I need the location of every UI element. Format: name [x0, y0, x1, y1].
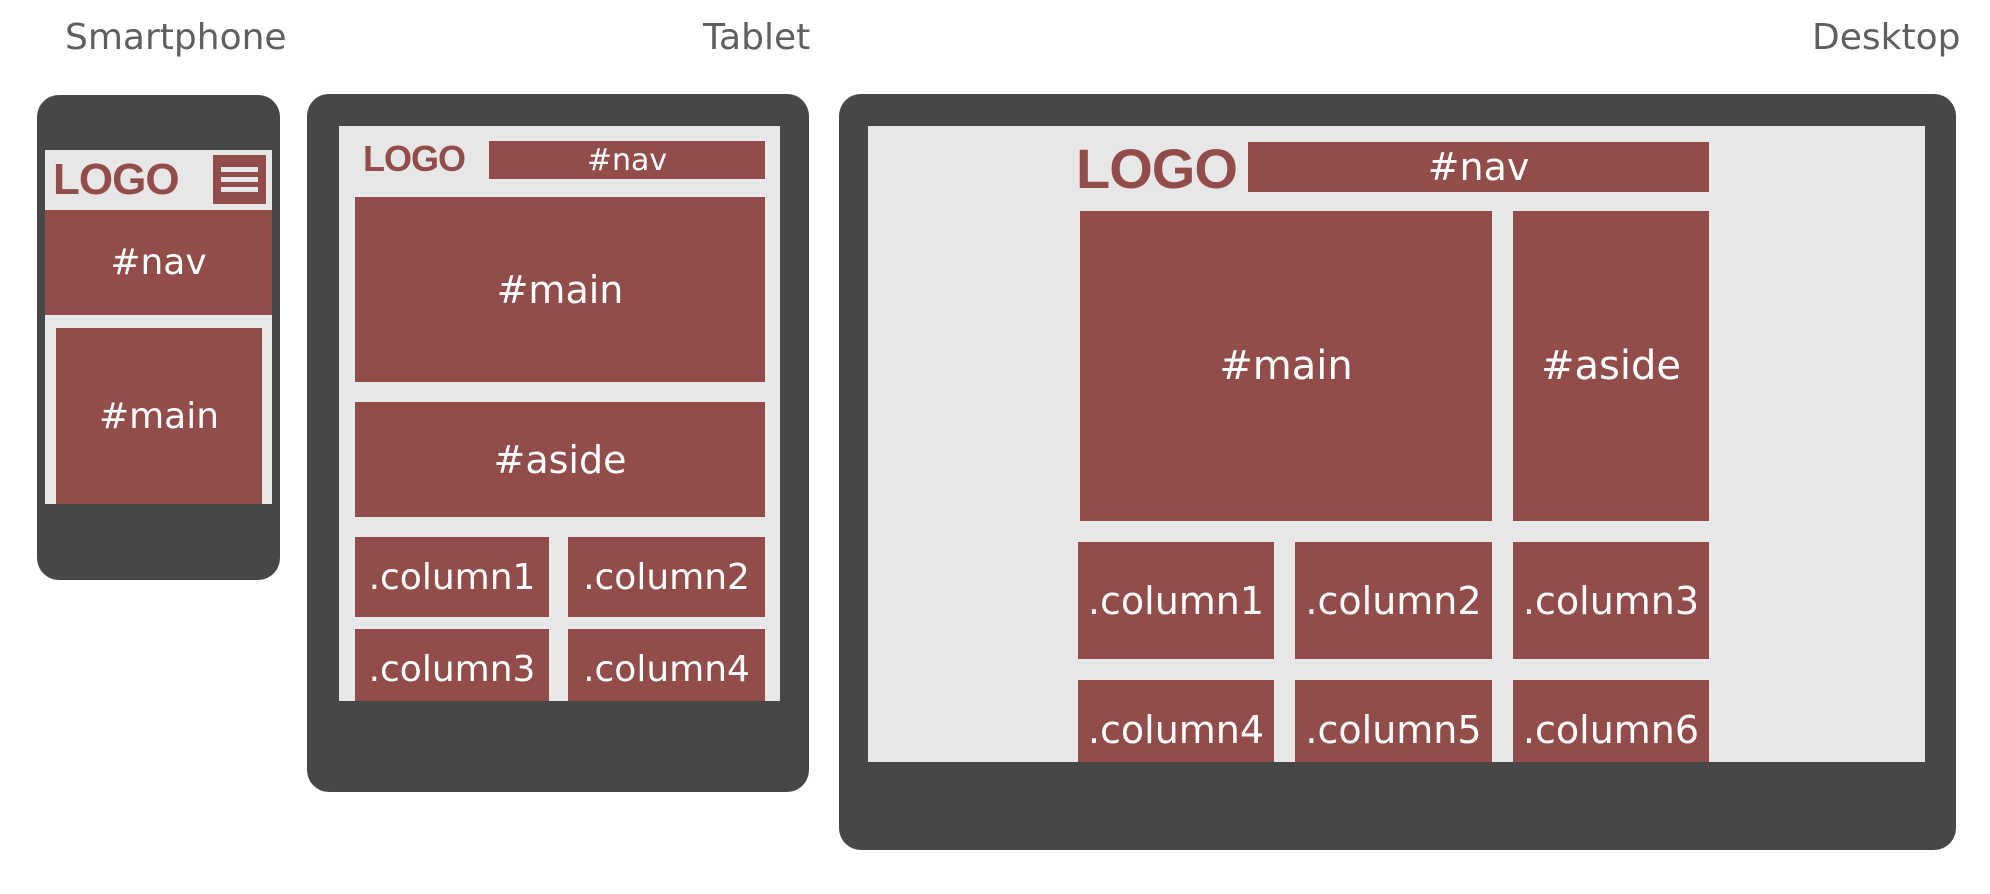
smartphone-logo: LOGO	[53, 155, 180, 204]
desktop-column: .column3	[1513, 542, 1709, 659]
tablet-main: #main	[355, 197, 765, 382]
tablet-nav: #nav	[489, 141, 765, 179]
tablet-screen: LOGO #nav #main #aside .column1 .column2…	[339, 126, 780, 701]
desktop-column: .column2	[1295, 542, 1492, 659]
tablet-aside: #aside	[355, 402, 765, 517]
desktop-screen: LOGO #nav #main #aside .column1 .column2…	[868, 126, 1925, 762]
tablet-column: .column1	[355, 537, 549, 617]
smartphone-screen: LOGO #nav #main	[45, 150, 272, 504]
tablet-column: .column3	[355, 629, 549, 701]
tablet-label: Tablet	[703, 17, 811, 58]
desktop-column: .column6	[1513, 680, 1709, 762]
desktop-aside: #aside	[1513, 211, 1709, 521]
desktop-nav: #nav	[1248, 142, 1709, 192]
desktop-column: .column1	[1078, 542, 1274, 659]
desktop-logo: LOGO	[1076, 137, 1238, 200]
smartphone-nav: #nav	[45, 210, 272, 315]
desktop-column: .column4	[1078, 680, 1274, 762]
smartphone-main: #main	[56, 328, 262, 504]
tablet-column: .column2	[568, 537, 765, 617]
desktop-column: .column5	[1295, 680, 1492, 762]
desktop-main: #main	[1080, 211, 1492, 521]
tablet-column: .column4	[568, 629, 765, 701]
tablet-logo: LOGO	[363, 138, 466, 179]
desktop-label: Desktop	[1812, 17, 1961, 58]
smartphone-label: Smartphone	[65, 17, 287, 58]
hamburger-menu-icon[interactable]	[213, 155, 266, 204]
